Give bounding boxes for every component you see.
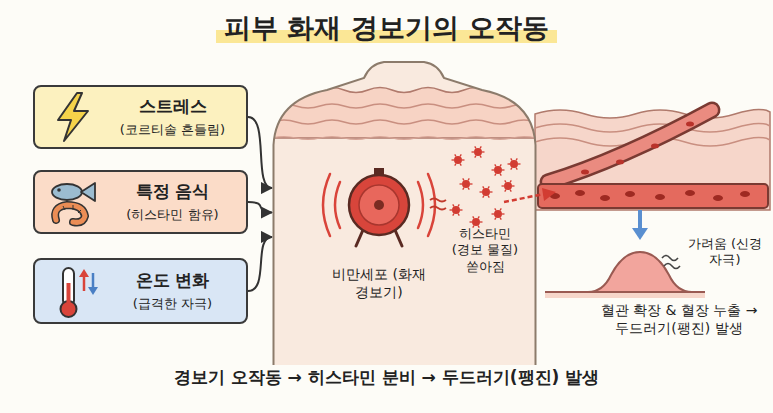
body-drawing — [272, 60, 537, 365]
title-text: 피부 화재 경보기의 오작동 — [216, 12, 557, 43]
leak-arrow — [638, 210, 642, 230]
trigger-icon — [43, 263, 103, 319]
trigger-note: (급격한 자극) — [133, 295, 212, 313]
trigger-name: 온도 변화 — [136, 269, 210, 292]
vessel-outline — [548, 110, 712, 182]
histamine-label: 히스타민 (경보 물질) 쏟아짐 — [450, 226, 520, 275]
trigger-box: 스트레스 (코르티솔 흔들림) — [33, 85, 248, 149]
trigger-arrow — [248, 117, 272, 188]
skin-layer — [535, 109, 770, 210]
skin-layer — [272, 88, 560, 139]
trigger-note: (히스타민 함유) — [126, 206, 218, 224]
vessel — [548, 110, 712, 182]
blood-cells — [550, 190, 750, 201]
skin-line — [535, 123, 770, 132]
trigger-icon — [43, 174, 103, 230]
itch-mark — [664, 264, 680, 269]
alarm-bell — [349, 175, 409, 235]
result-label: 혈관 확장 & 혈장 누출 → 두드러기(팽진) 발생 — [598, 302, 760, 337]
wheal — [545, 252, 705, 292]
trigger-box: 온도 변화 (급격한 자극) — [33, 258, 248, 324]
itch-label: 가려움 (신경 자극) — [684, 236, 766, 269]
blood-cells — [581, 122, 694, 175]
trigger-icon — [43, 89, 103, 145]
body-outline — [274, 62, 536, 365]
itch-mark — [662, 256, 678, 261]
trigger-name: 스트레스 — [139, 95, 207, 118]
caption: 경보기 오작동 → 히스타민 분비 → 두드러기(팽진) 발생 — [20, 366, 753, 389]
alarm-waves — [323, 174, 435, 236]
trigger-name: 특정 음식 — [136, 180, 210, 203]
skin-line — [272, 137, 560, 140]
body-outline: 비만세포 (화재 경보기) — [272, 60, 537, 365]
vessel-horizontal — [538, 184, 768, 208]
trigger-arrow — [248, 237, 272, 291]
title: 피부 화재 경보기의 오작동 — [0, 10, 773, 46]
histamine-particles — [450, 146, 521, 227]
trigger-arrow — [248, 202, 272, 213]
trigger-box: 특정 음식 (히스타민 함유) — [33, 170, 248, 234]
skin-line — [272, 120, 560, 124]
mast-cell-label: 비만세포 (화재 경보기) — [332, 265, 426, 301]
trigger-note: (코르티솔 흔들림) — [120, 121, 225, 139]
leak-arrow-head — [632, 228, 648, 240]
